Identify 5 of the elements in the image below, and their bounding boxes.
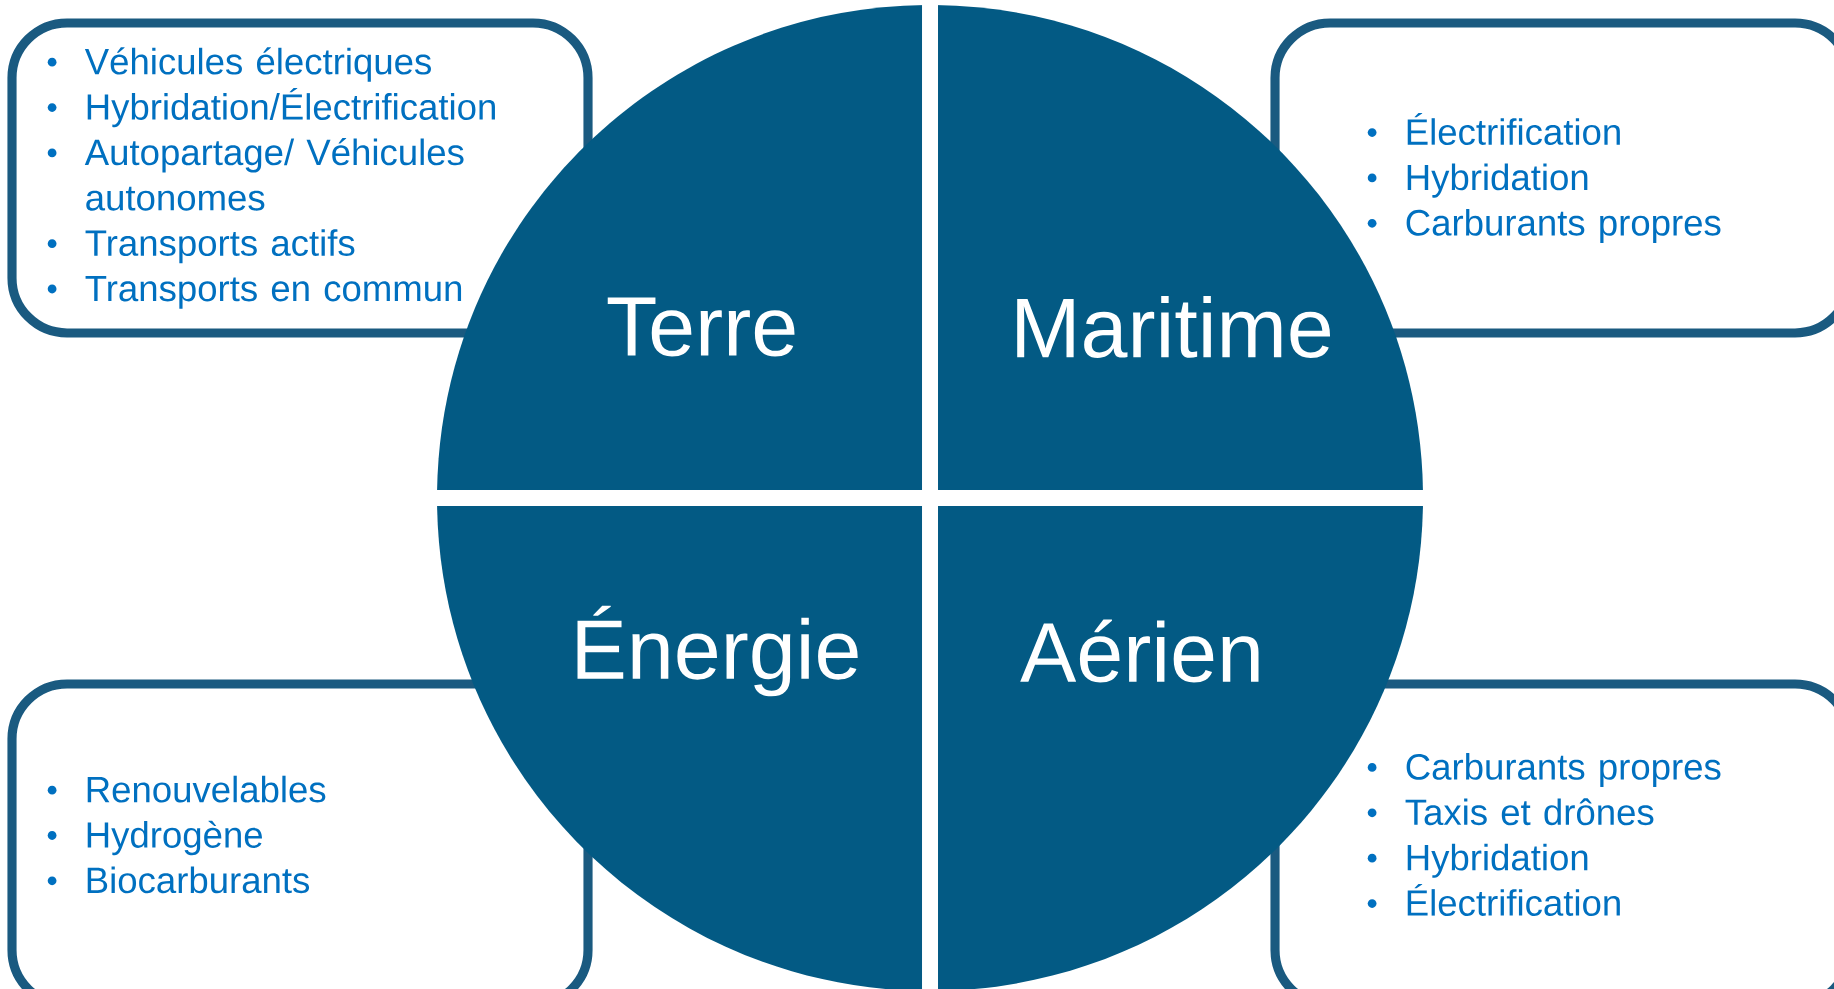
bullet-item: Renouvelables [47, 775, 326, 803]
bullet-item: Véhicules électriques [47, 47, 431, 82]
bullet-item: Biocarburants [47, 866, 310, 894]
bullet-item: Hydrogène [47, 820, 262, 856]
bullet-item: Transports actifs [47, 229, 355, 264]
